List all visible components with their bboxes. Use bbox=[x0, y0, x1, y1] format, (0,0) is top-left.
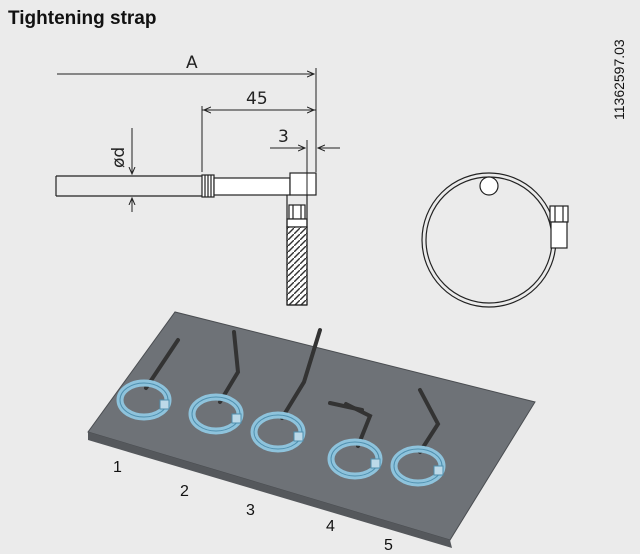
dimension-diameter: ød bbox=[109, 128, 132, 212]
diagram-title: Tightening strap bbox=[8, 8, 157, 29]
strap-variant-5 bbox=[390, 388, 446, 487]
variant-label-3: 3 bbox=[246, 502, 255, 519]
variant-label-5: 5 bbox=[384, 537, 393, 554]
dimension-a-label: A bbox=[186, 53, 198, 73]
dimension-diameter-label: ød bbox=[109, 147, 129, 168]
mounting-plate bbox=[87, 311, 536, 548]
dimension-a: A bbox=[57, 53, 317, 172]
dimension-3: 3 bbox=[270, 127, 340, 200]
strap-variant-2 bbox=[188, 330, 244, 435]
front-view-drawing bbox=[421, 172, 569, 308]
variant-label-4: 4 bbox=[326, 518, 335, 535]
strap-variant-3 bbox=[250, 328, 322, 453]
strap-variant-1 bbox=[116, 338, 180, 421]
dimension-3-label: 3 bbox=[278, 127, 289, 147]
dimension-45-label: 45 bbox=[246, 89, 268, 109]
variant-label-2: 2 bbox=[180, 483, 189, 500]
dimension-45: 45 bbox=[201, 89, 316, 172]
side-view-drawing bbox=[55, 172, 317, 306]
strap-variant-4 bbox=[327, 401, 383, 480]
variant-label-1: 1 bbox=[113, 459, 122, 476]
